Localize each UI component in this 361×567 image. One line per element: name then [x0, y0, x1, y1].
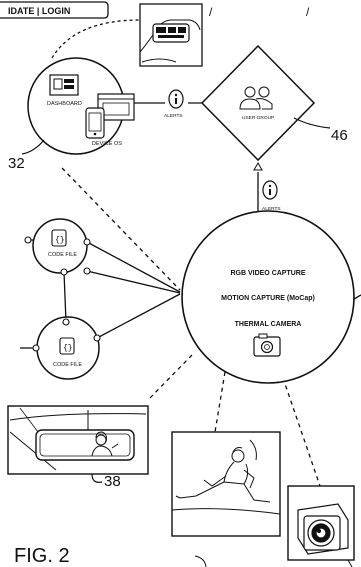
devices-circle: DASHBOARD DEVICE OS	[27, 57, 135, 155]
arrow-to-user-group	[253, 161, 263, 171]
bottom-leader-1	[194, 555, 207, 567]
dashboard-label: DASHBOARD	[47, 101, 82, 107]
ref-38: 38	[104, 473, 121, 490]
dashed-link-hub-car	[147, 354, 193, 401]
person-stretching-scene	[171, 431, 281, 537]
code-file-node-2: {} CODE FILE	[36, 316, 100, 380]
junction-dots	[24, 236, 101, 352]
login-bar-text: IDATE | LOGIN	[8, 6, 70, 16]
dashed-link-devices-top-image	[51, 19, 141, 59]
code-file-2-label: CODE FILE	[53, 362, 82, 368]
ref-38-leader	[91, 473, 103, 483]
link-codefile2-hub	[96, 293, 181, 339]
link-codefile-a-hub	[86, 270, 181, 294]
link-codefile1-hub	[86, 241, 181, 293]
svg-text:{}: {}	[55, 236, 65, 245]
code-file-1-label: CODE FILE	[48, 252, 77, 258]
device-os-label: DEVICE OS	[92, 141, 122, 147]
hub-line-mocap: MOTION CAPTURE (MoCap)	[221, 295, 315, 302]
users-icon	[239, 86, 273, 110]
login-bar: IDATE | LOGIN	[0, 1, 109, 19]
camera-device-image	[287, 485, 355, 561]
user-group-label: USER GROUP	[242, 115, 274, 121]
hub-line-rgb: RGB VIDEO CAPTURE	[230, 270, 305, 277]
ref-46: 46	[331, 127, 348, 144]
alerts-bottom-label: ALERTS	[262, 206, 281, 212]
svg-text:{}: {}	[63, 344, 73, 353]
info-icon	[174, 93, 178, 97]
dashboard-monitor-icon	[49, 74, 79, 96]
top-device-image	[139, 3, 203, 67]
hub-line-thermal: THERMAL CAMERA	[235, 321, 302, 328]
ref-32: 32	[8, 155, 25, 172]
rearview-mirror	[35, 429, 135, 461]
edge-mark-top-right: /	[306, 5, 310, 19]
user-group-node: USER GROUP	[200, 44, 316, 162]
code-file-icon: {}	[59, 337, 75, 355]
alerts-left-label: ALERTS	[164, 113, 183, 119]
ref-32-leader	[21, 139, 45, 155]
ref-46-leader	[293, 117, 331, 129]
car-interior-scene	[7, 405, 149, 475]
driver-figure	[91, 431, 119, 457]
dashed-link-hub-person	[214, 371, 226, 433]
alerts-left: ALERTS	[164, 89, 184, 119]
bottom-leader-2	[347, 559, 353, 567]
dashed-link-hub-camera	[282, 377, 321, 487]
figure-label: FIG. 2	[14, 545, 70, 567]
code-file-icon: {}	[51, 229, 67, 247]
code-file-node-1: {} CODE FILE	[32, 218, 88, 274]
info-icon	[268, 184, 272, 188]
phone-icon	[85, 107, 105, 139]
camera-icon	[253, 333, 281, 357]
link-codefile1-codefile2	[63, 271, 67, 323]
capture-hub: RGB VIDEO CAPTURE MOTION CAPTURE (MoCap)…	[181, 210, 355, 384]
edge-mark-top-mid: /	[209, 5, 213, 19]
alerts-bottom: ALERTS	[262, 180, 281, 212]
